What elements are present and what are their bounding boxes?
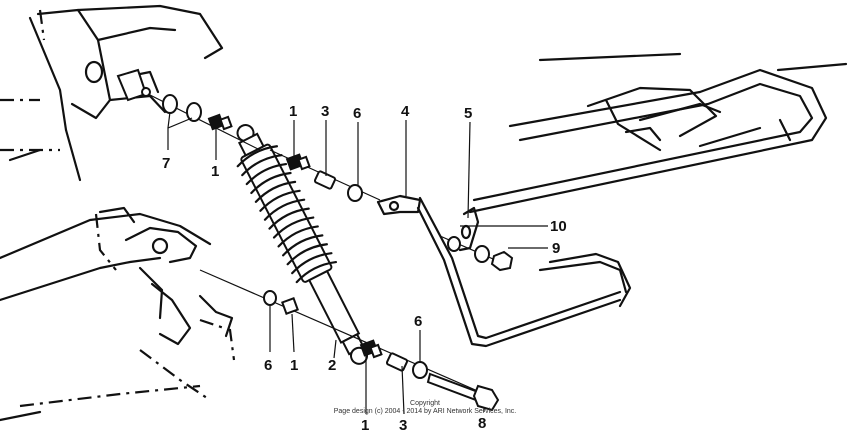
- callout-2: 2: [328, 357, 336, 374]
- callout-8: 8: [478, 415, 486, 432]
- lower-grab-rail: [538, 252, 632, 308]
- collar-1-bottom: [359, 339, 383, 359]
- washer-10: [474, 245, 490, 263]
- upper-frame: [0, 4, 224, 182]
- mount-bracket: [376, 194, 622, 348]
- shock-absorber: [236, 124, 369, 365]
- coil-spring: [236, 145, 338, 284]
- callout-6-bottom: 6: [414, 313, 422, 330]
- washer-6-top: [347, 184, 363, 202]
- callout-6-bottom-left: 6: [264, 357, 272, 374]
- rack-mount-tab: [458, 206, 480, 252]
- shock-upper-hardware: [269, 149, 381, 202]
- callout-3-bottom: 3: [399, 417, 407, 434]
- callout-1-bottom: 1: [361, 417, 369, 434]
- copyright-notice: Copyright Page design (c) 2004 - 2014 by…: [334, 400, 517, 415]
- callout-7: 7: [162, 155, 170, 172]
- lower-swing-arm: [0, 206, 236, 422]
- rack-mount-hardware: [439, 235, 514, 272]
- rear-carrier-rack: [468, 52, 848, 214]
- callout-1-top: 1: [289, 103, 297, 120]
- callout-leaders: [167, 111, 548, 415]
- callout-10: 10: [550, 218, 567, 235]
- callout-3-top: 3: [321, 103, 329, 120]
- washer-7a: [162, 94, 178, 114]
- washer-6-bottom: [412, 361, 428, 379]
- washer-7b: [186, 102, 202, 122]
- nut-1a: [207, 113, 233, 131]
- callout-5: 5: [464, 105, 472, 122]
- upper-mount-hardware: [116, 68, 261, 151]
- nut-9: [490, 250, 514, 272]
- copyright-line-1: Copyright: [410, 400, 440, 407]
- callout-4: 4: [401, 103, 410, 120]
- copyright-line-2: Page design (c) 2004 - 2014 by ARI Netwo…: [334, 408, 517, 415]
- washer-6-left: [263, 290, 277, 306]
- spacer-3-bottom: [385, 352, 409, 372]
- collar-1-left: [281, 297, 299, 315]
- bolt-8: [426, 372, 500, 412]
- callout-numbers: 7 1 1 3 6 4 5 10 9 2 6 1 6 1 3 8: [162, 103, 567, 434]
- callout-1-top-left: 1: [211, 163, 219, 180]
- callout-1-bottom-left: 1: [290, 357, 298, 374]
- collar-1-top: [285, 153, 311, 171]
- spacer-3-top: [313, 170, 337, 190]
- callout-9: 9: [552, 240, 560, 257]
- washer-bracket: [447, 236, 461, 252]
- callout-6-top: 6: [353, 105, 361, 122]
